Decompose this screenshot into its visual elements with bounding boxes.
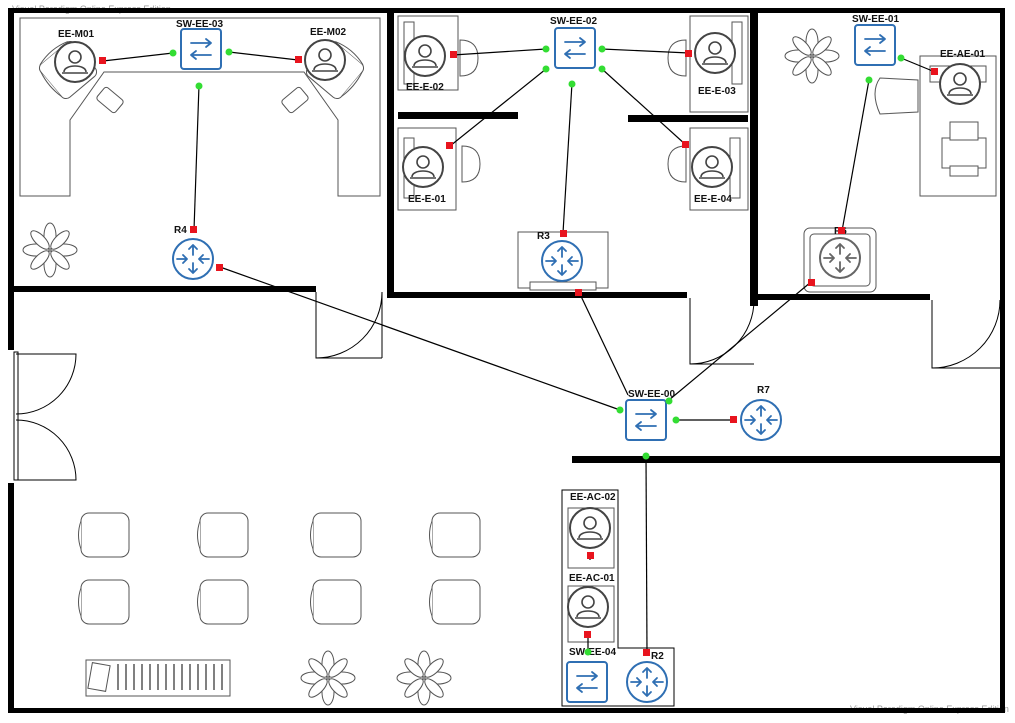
plant-icon: [22, 222, 78, 278]
link-sw02-e03: [601, 48, 690, 54]
port-indicators: [99, 45, 938, 656]
user-pc-icon[interactable]: [691, 146, 733, 188]
label-r4: R4: [174, 225, 187, 236]
switch-icon[interactable]: [180, 28, 222, 70]
label-ee-e-04: EE-E-04: [694, 194, 732, 205]
label-ee-m02: EE-M02: [310, 27, 347, 38]
router-icon[interactable]: [172, 238, 214, 280]
walls: [8, 8, 1005, 713]
label-ee-e-03: EE-E-03: [698, 86, 736, 97]
link-sw01-ae01: [900, 57, 936, 73]
link-sw02-r3: [562, 82, 573, 234]
chair-icon: [78, 512, 130, 558]
label-ee-ac-02: EE-AC-02: [570, 492, 616, 503]
link-sw02-e01: [449, 68, 547, 147]
links: [102, 48, 936, 654]
link-r4-sw00: [219, 266, 621, 411]
user-pc-icon[interactable]: [404, 35, 446, 77]
link-sw00-r2: [645, 455, 648, 654]
doors: [13, 291, 1001, 481]
link-m01-sw03: [102, 52, 174, 62]
plant-icon: [300, 650, 356, 706]
switch-icon[interactable]: [854, 24, 896, 66]
router-icon[interactable]: [819, 237, 861, 279]
switch-icon[interactable]: [554, 27, 596, 69]
chair-icon: [197, 512, 249, 558]
label-sw-ee-01: SW-EE-01: [852, 14, 899, 25]
chair-icon: [429, 512, 481, 558]
link-r3-sw00: [578, 291, 629, 396]
user-pc-icon[interactable]: [939, 63, 981, 105]
label-sw-ee-00: SW-EE-00: [628, 389, 675, 400]
switch-icon[interactable]: [566, 661, 608, 703]
router-icon[interactable]: [626, 661, 668, 703]
chair-icon: [310, 512, 362, 558]
plant-icon: [396, 650, 452, 706]
user-pc-icon[interactable]: [54, 41, 96, 83]
label-r7: R7: [757, 385, 770, 396]
link-sw03-r4: [193, 84, 200, 231]
link-sw02-e04: [601, 68, 687, 146]
label-ee-e-02: EE-E-02: [406, 82, 444, 93]
chair-icon: [197, 579, 249, 625]
link-e02-sw02: [452, 48, 547, 56]
user-pc-icon[interactable]: [304, 39, 346, 81]
router-icon[interactable]: [740, 399, 782, 441]
label-sw-ee-04: SW-EE-04: [569, 647, 616, 658]
label-ee-ac-01: EE-AC-01: [569, 573, 615, 584]
printer-icon: [941, 121, 987, 177]
user-pc-icon[interactable]: [402, 146, 444, 188]
link-sw01-r6: [841, 79, 870, 232]
label-ee-m01: EE-M01: [58, 29, 95, 40]
chair-icon: [429, 579, 481, 625]
user-pc-icon[interactable]: [569, 507, 611, 549]
router-icon[interactable]: [541, 240, 583, 282]
label-sw-ee-03: SW-EE-03: [176, 19, 223, 30]
bookshelf: [85, 659, 231, 697]
user-pc-icon[interactable]: [694, 32, 736, 74]
plant-icon: [784, 28, 840, 84]
label-ee-ae-01: EE-AE-01: [940, 49, 985, 60]
room-1-furniture: [19, 17, 381, 278]
label-r3: R3: [537, 231, 550, 242]
chair-icon: [310, 579, 362, 625]
lounge-chairs: [78, 512, 481, 625]
label-sw-ee-02: SW-EE-02: [550, 16, 597, 27]
switch-icon[interactable]: [625, 399, 667, 441]
label-r2: R2: [651, 651, 664, 662]
link-r6-sw00: [668, 281, 812, 401]
user-pc-icon[interactable]: [567, 586, 609, 628]
label-ee-e-01: EE-E-01: [408, 194, 446, 205]
chair-icon: [78, 579, 130, 625]
link-sw03-m02: [228, 51, 299, 61]
